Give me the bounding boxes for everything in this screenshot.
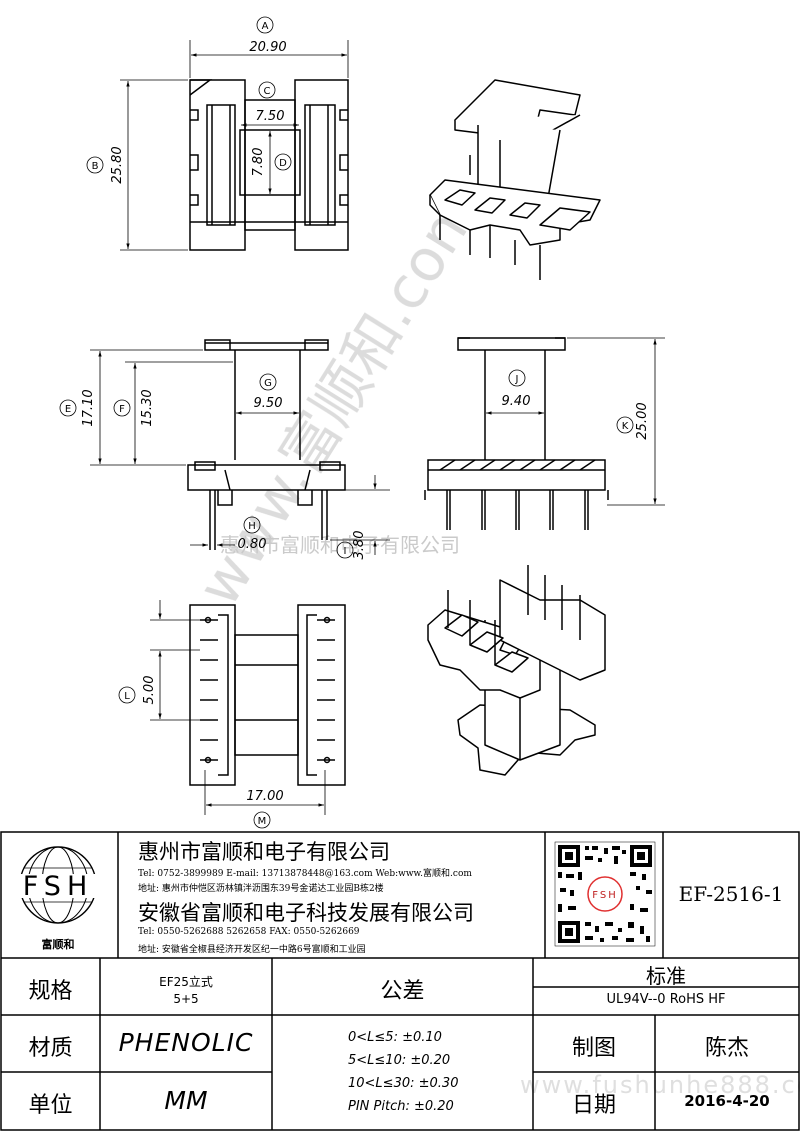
top-view-labels: A 20.90 B 25.80 C 7.50 D 7.80 bbox=[92, 21, 288, 184]
tolerance-1: 0<L≤5: ±0.10 bbox=[348, 1030, 442, 1045]
svg-text:25.00: 25.00 bbox=[635, 402, 650, 439]
svg-text:0.80: 0.80 bbox=[238, 537, 267, 552]
svg-text:M: M bbox=[258, 816, 267, 827]
tolerance-4: PIN Pitch: ±0.20 bbox=[348, 1099, 454, 1114]
isometric-view-top bbox=[429, 79, 601, 280]
material-value: PHENOLIC bbox=[118, 1028, 254, 1057]
company-logo: FSH 富顺和 bbox=[16, 846, 100, 951]
company2-contact: Tel: 0550-5262688 5262658 FAX: 0550-5262… bbox=[138, 927, 360, 937]
part-number: EF-2516-1 bbox=[678, 882, 784, 906]
front-view-left-dimensions bbox=[59, 349, 390, 559]
tolerance-2: 5<L≤10: ±0.20 bbox=[348, 1053, 451, 1068]
top-view bbox=[189, 79, 349, 251]
svg-text:7.80: 7.80 bbox=[251, 148, 266, 177]
company1-name: 惠州市富顺和电子有限公司 bbox=[138, 840, 390, 864]
svg-text:17.10: 17.10 bbox=[81, 389, 96, 426]
svg-text:B: B bbox=[92, 161, 99, 172]
svg-text:9.50: 9.50 bbox=[254, 396, 283, 411]
bottom-view-dimensions bbox=[118, 600, 326, 829]
svg-text:FSH: FSH bbox=[592, 890, 617, 901]
svg-text:H: H bbox=[248, 521, 256, 532]
svg-text:15.30: 15.30 bbox=[140, 389, 155, 426]
standard-value: UL94V--0 RoHS HF bbox=[606, 992, 726, 1007]
svg-text:5.00: 5.00 bbox=[142, 676, 157, 705]
drawn-label: 制图 bbox=[571, 1036, 616, 1061]
watermark-url: www.fushunhe888.com bbox=[520, 1071, 800, 1099]
unit-value: MM bbox=[164, 1086, 208, 1115]
spec-label: 规格 bbox=[28, 979, 73, 1004]
front-view-right-dimensions bbox=[486, 337, 665, 506]
svg-text:7.50: 7.50 bbox=[256, 109, 285, 124]
title-block-grid bbox=[0, 831, 800, 1131]
svg-text:K: K bbox=[622, 421, 629, 432]
company1-address: 地址: 惠州市仲恺区沥林镇泮沥围东39号金诺达工业园B栋2楼 bbox=[138, 884, 384, 894]
bottom-view-labels: L 5.00 M 17.00 bbox=[124, 676, 283, 827]
svg-text:L: L bbox=[124, 691, 130, 702]
spec-value-2: 5+5 bbox=[173, 992, 199, 1006]
svg-text:25.80: 25.80 bbox=[110, 146, 125, 183]
svg-text:17.00: 17.00 bbox=[246, 789, 283, 804]
svg-text:9.40: 9.40 bbox=[502, 394, 531, 409]
drawn-value: 陈杰 bbox=[704, 1036, 749, 1061]
front-view-right-labels: J 9.40 K 25.00 bbox=[502, 374, 650, 440]
svg-text:C: C bbox=[264, 86, 271, 97]
date-value: 2016-4-20 bbox=[684, 1092, 770, 1110]
bottom-view bbox=[189, 604, 346, 786]
company2-address: 地址: 安徽省全椒县经济开发区纪一中路6号富顺和工业园 bbox=[138, 945, 366, 955]
front-view-right bbox=[424, 337, 609, 530]
unit-label: 单位 bbox=[28, 1093, 73, 1118]
svg-text:FSH: FSH bbox=[23, 871, 94, 902]
svg-text:3.80: 3.80 bbox=[352, 531, 367, 560]
watermark-company: 惠州市富顺和电子有限公司 bbox=[220, 533, 460, 557]
svg-text:富顺和: 富顺和 bbox=[42, 937, 75, 951]
svg-text:A: A bbox=[262, 21, 269, 32]
front-view-left-labels: E 17.10 F 15.30 G 9.50 H 0.80 I 3.80 bbox=[65, 378, 367, 559]
svg-text:G: G bbox=[264, 378, 272, 389]
svg-text:J: J bbox=[515, 374, 519, 385]
svg-text:20.90: 20.90 bbox=[249, 40, 286, 55]
company2-name: 安徽省富顺和电子科技发展有限公司 bbox=[138, 901, 474, 925]
tolerance-label: 公差 bbox=[380, 979, 425, 1004]
company1-contact: Tel: 0752-3899989 E-mail: 13713878448@16… bbox=[138, 869, 472, 879]
date-label: 日期 bbox=[571, 1093, 616, 1118]
svg-text:I: I bbox=[344, 546, 347, 557]
standard-label: 标准 bbox=[646, 964, 686, 988]
svg-text:E: E bbox=[65, 404, 71, 415]
qr-code: FSH bbox=[554, 841, 656, 947]
material-label: 材质 bbox=[28, 1036, 73, 1061]
svg-text:F: F bbox=[119, 404, 125, 415]
tolerance-3: 10<L≤30: ±0.30 bbox=[348, 1076, 459, 1091]
svg-text:D: D bbox=[279, 158, 287, 169]
isometric-view-bottom bbox=[427, 565, 606, 776]
spec-value-1: EF25立式 bbox=[159, 975, 213, 989]
top-view-dimensions bbox=[86, 16, 349, 251]
